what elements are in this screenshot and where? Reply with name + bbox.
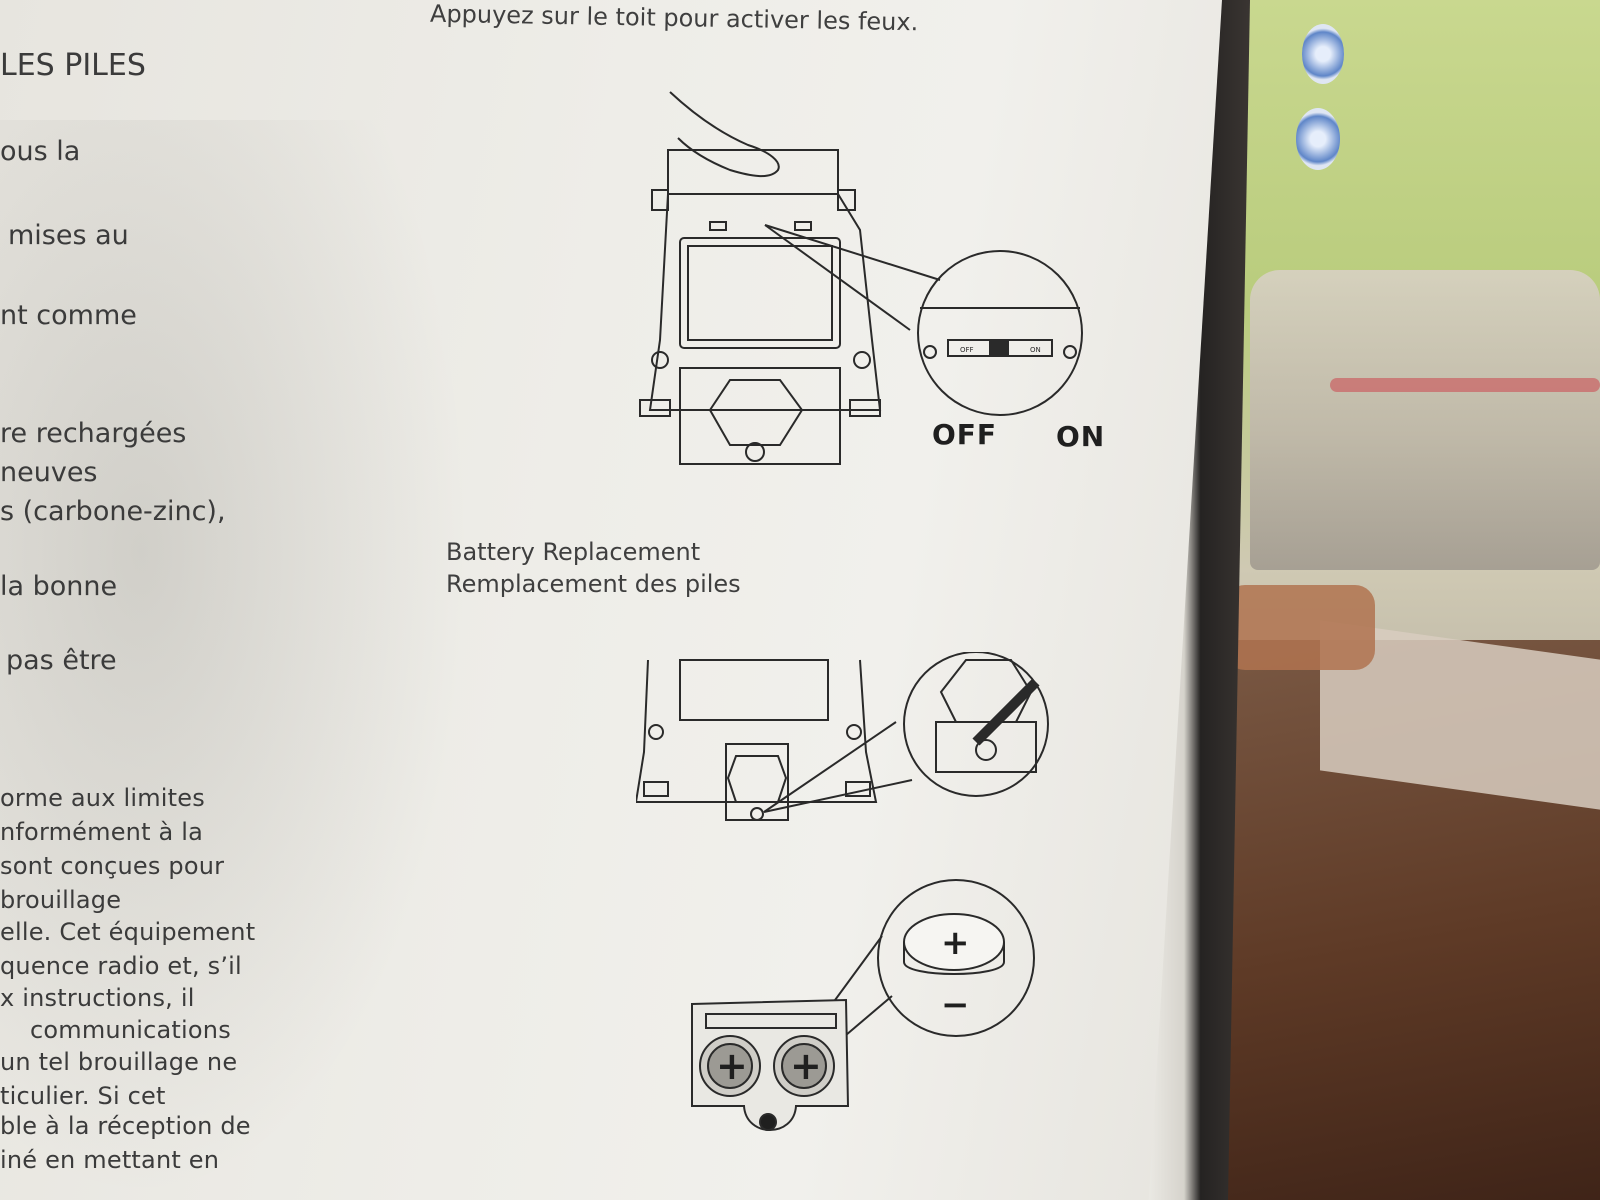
- body-line: s (carbone-zinc),: [0, 496, 226, 527]
- screw-removal-illustration: [636, 652, 1049, 821]
- body-line: nt comme: [0, 300, 137, 331]
- plus-symbol-zoom: +: [941, 923, 970, 963]
- section-heading: LES PILES: [0, 48, 146, 83]
- body-line: un tel brouillage ne: [0, 1048, 238, 1076]
- body-line: elle. Cet équipement: [0, 918, 256, 946]
- battery-caption-fr: Remplacement des piles: [446, 570, 741, 598]
- body-line: orme aux limites: [0, 784, 205, 812]
- switch-small-off-label: OFF: [960, 346, 974, 354]
- switch-small-on-label: ON: [1030, 346, 1041, 354]
- top-caption: Appuyez sur le toit pour activer les feu…: [429, 0, 919, 37]
- battery-polarity-illustration: + − + +: [691, 879, 1035, 1131]
- shadow: [0, 120, 470, 1200]
- body-line: brouillage: [0, 886, 122, 914]
- body-line: pas être: [6, 645, 117, 676]
- background-ironing-board: [1330, 378, 1600, 392]
- decorative-plate: [1296, 108, 1340, 170]
- vehicle-switch-illustration: OFF ON: [639, 91, 1083, 465]
- body-line: ble à la réception de: [0, 1112, 251, 1140]
- body-line: quence radio et, s’il: [0, 952, 242, 980]
- body-line: re rechargées: [0, 418, 187, 449]
- background-sofa: [1250, 270, 1600, 570]
- plus-symbol-right-battery: +: [790, 1044, 822, 1088]
- body-line: communications: [30, 1016, 231, 1044]
- body-line: ous la: [0, 136, 81, 167]
- switch-off-label: OFF: [932, 418, 998, 451]
- battery-caption-en: Battery Replacement: [446, 538, 701, 566]
- body-line: ticulier. Si cet: [0, 1082, 166, 1110]
- body-line: iné en mettant en: [0, 1146, 220, 1174]
- body-line: nformément à la: [0, 818, 204, 846]
- decorative-plate: [1302, 24, 1344, 84]
- switch-on-label: ON: [1056, 420, 1106, 453]
- plus-symbol-left-battery: +: [716, 1044, 748, 1088]
- body-line: x instructions, il: [0, 984, 195, 1012]
- box-panel: Appuyez sur le toit pour activer les feu…: [0, 0, 1222, 1200]
- background-towel: [1225, 585, 1375, 670]
- body-line: sont conçues pour: [0, 852, 225, 880]
- body-line: la bonne: [0, 571, 118, 602]
- body-line: neuves: [0, 457, 98, 488]
- minus-symbol-zoom: −: [941, 985, 970, 1025]
- body-line: mises au: [8, 220, 129, 251]
